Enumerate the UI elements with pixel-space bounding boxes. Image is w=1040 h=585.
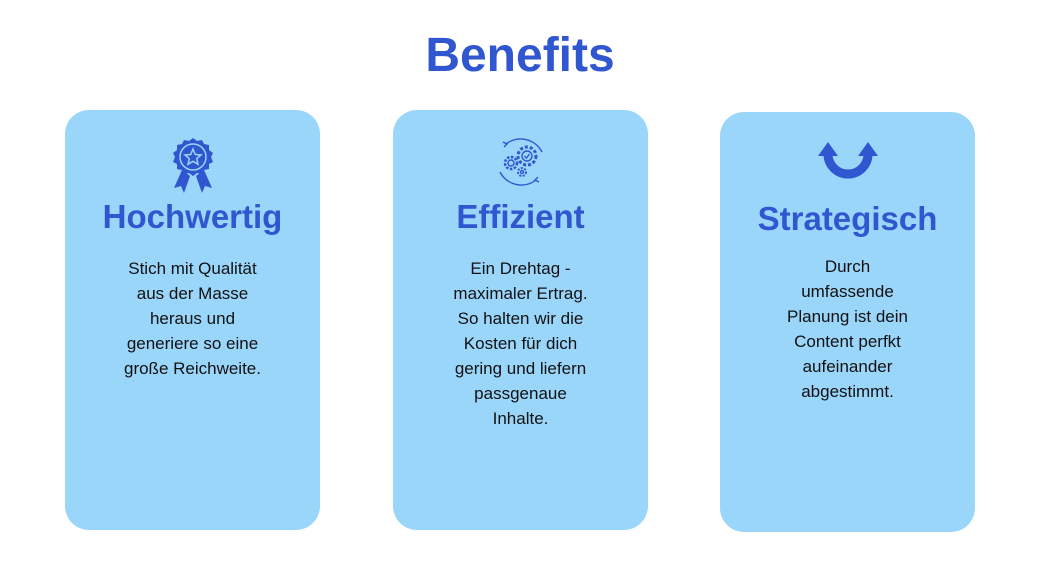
benefit-card-hochwertig: Hochwertig Stich mit Qualität aus der Ma… — [65, 110, 320, 530]
text-line: abgestimmt. — [801, 382, 894, 401]
text-line: generiere so eine — [126, 334, 259, 353]
text-line: Inhalte. — [492, 409, 549, 428]
text-line: gering und liefern — [454, 359, 587, 378]
card-description: Durch umfassende Planung ist dein Conten… — [750, 254, 945, 404]
text-line: Stich mit Qualität — [128, 259, 257, 278]
text-line: Durch — [824, 257, 871, 276]
text-line: maximaler Ertrag. — [453, 284, 588, 303]
text-line: Ein Drehtag - — [470, 259, 571, 278]
text-line: aus der Masse — [136, 284, 249, 303]
text-line: Planung ist dein — [787, 307, 908, 326]
benefit-card-strategisch: Strategisch Durch umfassende Planung ist… — [720, 112, 975, 532]
benefit-card-effizient: Effizient Ein Drehtag - maximaler Ertrag… — [393, 110, 648, 530]
text-line: große Reichweite. — [123, 359, 261, 378]
text-line: So halten wir die — [457, 309, 584, 328]
u-turn-arrows-icon — [817, 142, 878, 179]
text-line: Content perfkt — [794, 332, 901, 351]
award-ribbon-icon — [172, 138, 213, 193]
text-line: Kosten für dich — [463, 334, 578, 353]
text-line: passgenaue — [474, 384, 567, 403]
card-heading: Effizient — [456, 198, 585, 235]
text-line: aufeinander — [802, 357, 893, 376]
text-line: umfassende — [801, 282, 894, 301]
card-heading: Strategisch — [757, 200, 938, 237]
page-title: Benefits — [425, 29, 615, 82]
card-description: Stich mit Qualität aus der Masse heraus … — [95, 256, 290, 381]
text-line: heraus und — [149, 309, 236, 328]
card-description: Ein Drehtag - maximaler Ertrag. So halte… — [423, 256, 618, 431]
gears-cycle-icon — [498, 138, 543, 186]
card-heading: Hochwertig — [102, 198, 283, 235]
